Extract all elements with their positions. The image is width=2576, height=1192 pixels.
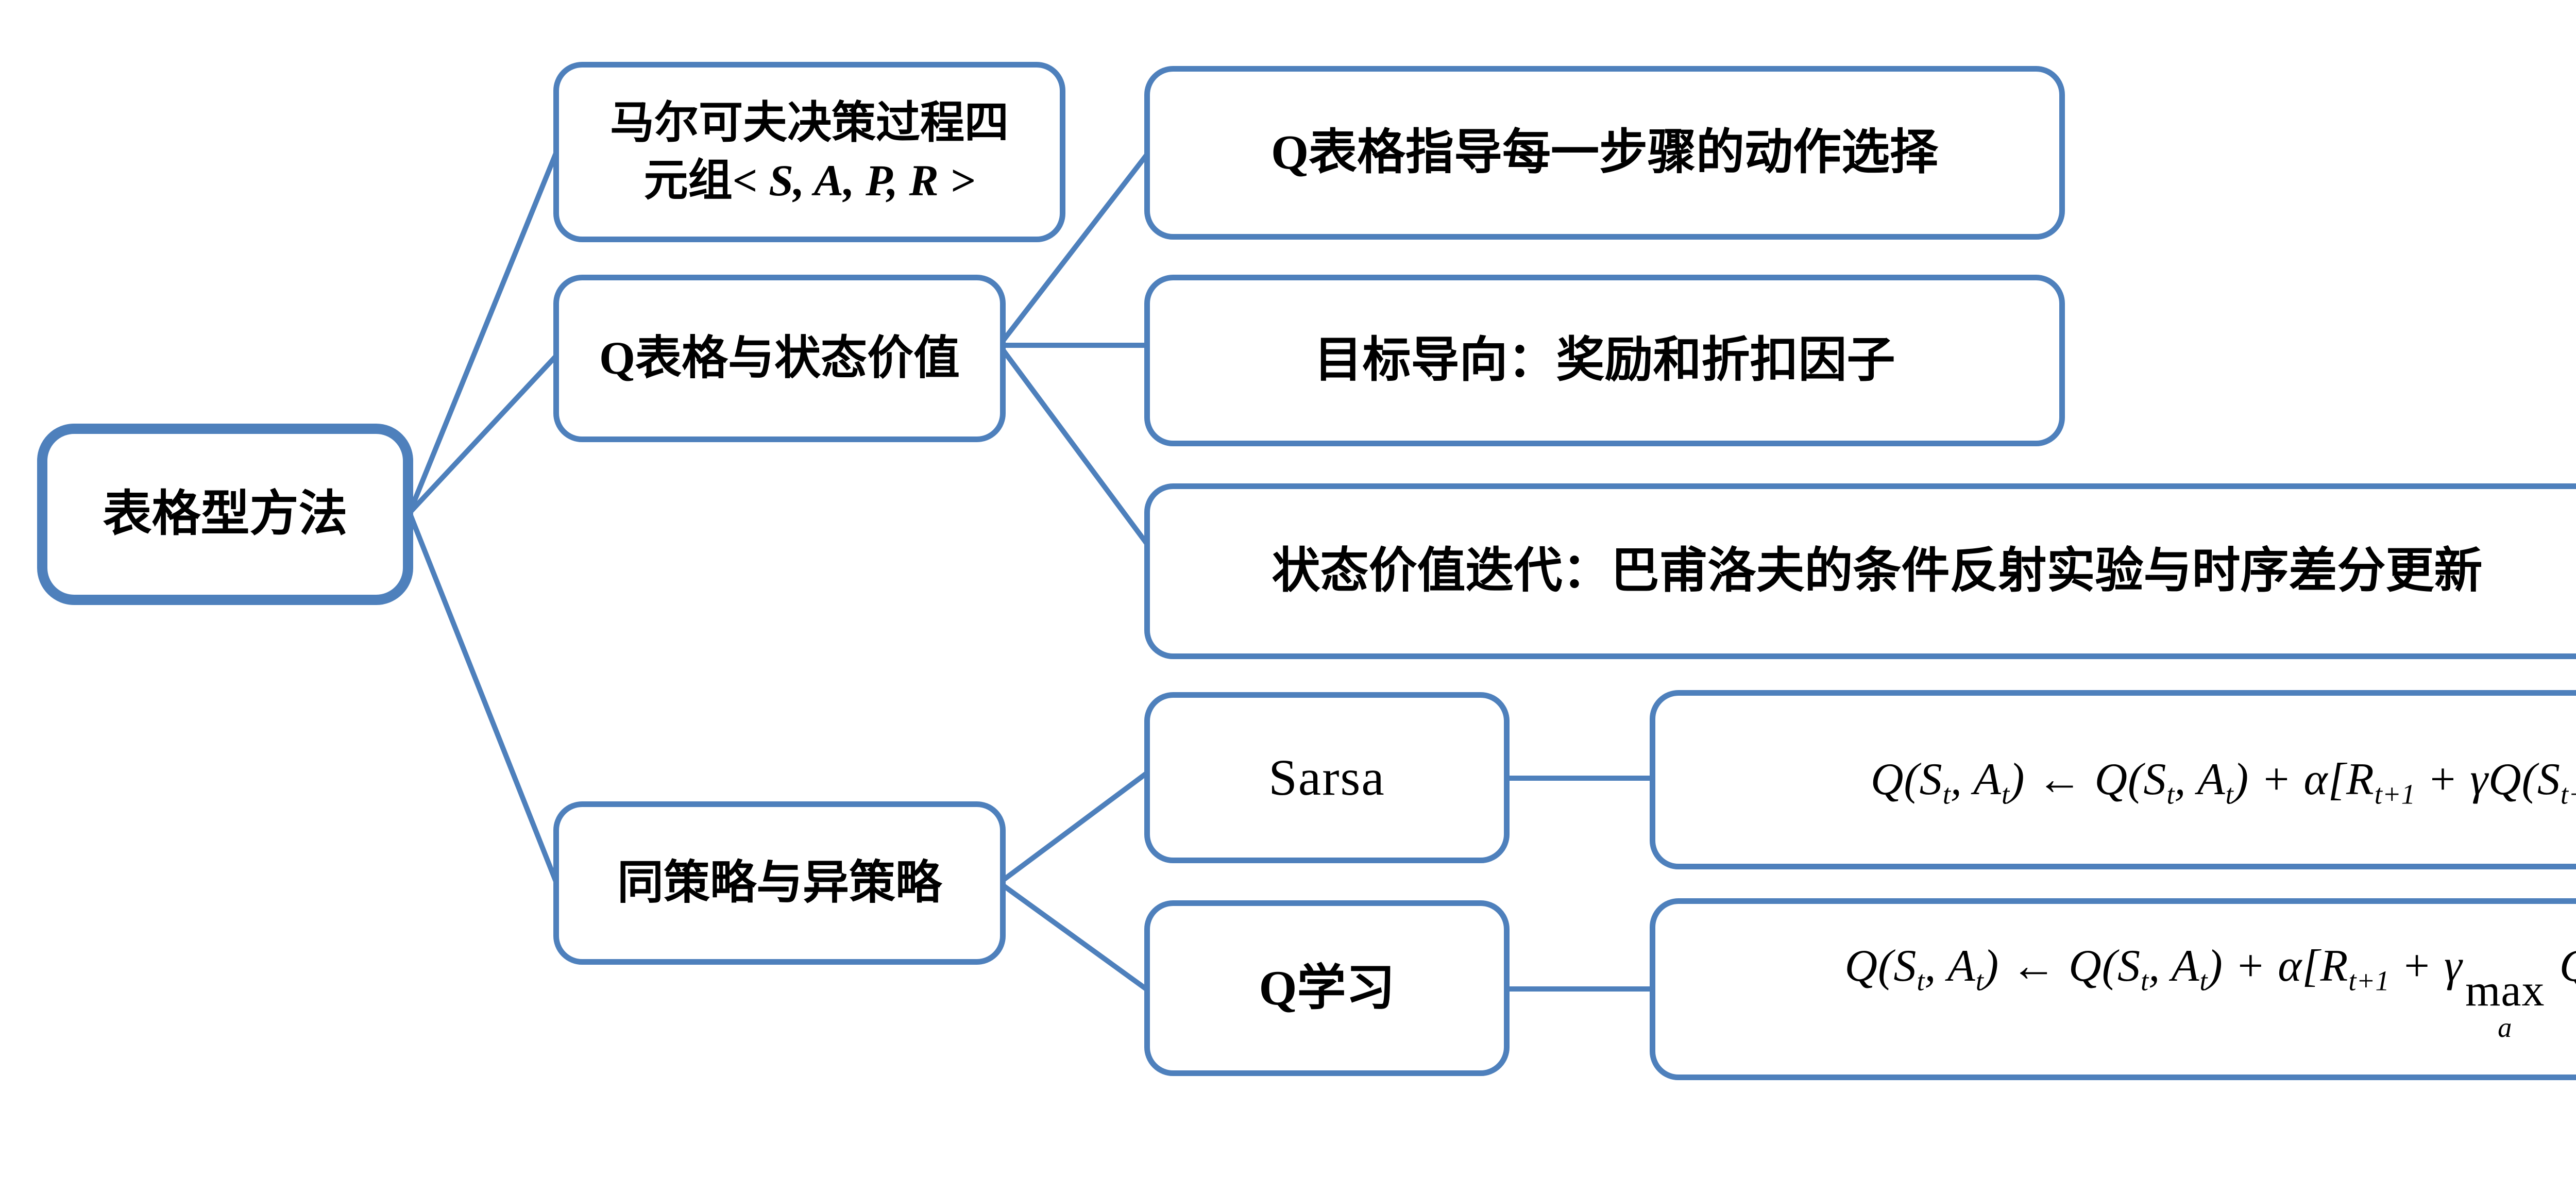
edge-qtable-r3: [997, 344, 1149, 545]
node-tabular-methods: 表格型方法: [37, 424, 413, 605]
node-mdp-line2: 元组< S, A, P, R >: [644, 152, 975, 210]
node-mdp-tuple-math: < S, A, P, R >: [732, 156, 975, 205]
node-value-iteration-label: 状态价值迭代：巴甫洛夫的条件反射实验与时序差分更新: [1272, 544, 2483, 598]
node-mdp-line2-prefix: 元组: [643, 156, 733, 205]
node-q-learning-label: Q学习: [1259, 960, 1395, 1015]
edge-qtable-r1: [997, 153, 1149, 347]
node-qtable-state-value: Q表格与状态价值: [553, 275, 1006, 442]
edge-policy-qlearn: [998, 880, 1148, 992]
node-sarsa-label: Sarsa: [1268, 749, 1385, 806]
node-sarsa-update-formula: Q(St, At) ← Q(St, At) + α[Rt+1 + γQ(St+1…: [1650, 690, 2576, 869]
edge-root-mdp: [407, 151, 559, 514]
node-qtable-guides-actions: Q表格指导每一步骤的动作选择: [1144, 66, 2065, 240]
node-mdp-line1: 马尔可夫决策过程四: [610, 98, 1009, 148]
node-sarsa: Sarsa: [1144, 692, 1510, 863]
edge-policy-sarsa: [998, 770, 1148, 885]
node-qtable-guides-actions-label: Q表格指导每一步骤的动作选择: [1270, 126, 1939, 180]
node-tabular-methods-label: 表格型方法: [103, 486, 348, 542]
edge-root-policy: [407, 512, 559, 884]
sarsa-formula-text: Q(St, At) ← Q(St, At) + α[Rt+1 + γQ(St+1…: [1870, 754, 2576, 810]
node-goal-oriented-label: 目标导向：奖励和折扣因子: [1314, 333, 1895, 388]
node-on-off-policy: 同策略与异策略: [553, 801, 1006, 965]
node-q-learning: Q学习: [1144, 900, 1510, 1076]
node-qtable-state-value-label: Q表格与状态价值: [599, 333, 960, 384]
node-mdp-four-tuple: 马尔可夫决策过程四 元组< S, A, P, R >: [553, 62, 1065, 242]
node-goal-oriented: 目标导向：奖励和折扣因子: [1144, 275, 2065, 446]
node-on-off-policy-label: 同策略与异策略: [617, 858, 942, 909]
edge-root-qtable: [408, 354, 558, 515]
node-value-iteration: 状态价值迭代：巴甫洛夫的条件反射实验与时序差分更新: [1144, 483, 2576, 659]
